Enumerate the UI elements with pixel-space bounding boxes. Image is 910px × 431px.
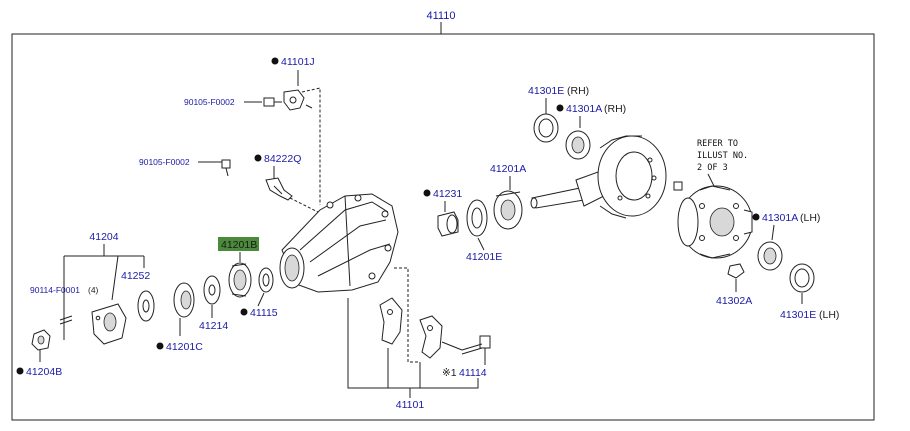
part-41214-label[interactable]: 41214 (199, 320, 228, 332)
part-41302A-label[interactable]: 41302A (716, 295, 752, 307)
part-41201B-label[interactable]: 41201B (221, 239, 257, 251)
part-41301E-rh-label[interactable]: 41301E (528, 85, 564, 97)
seal-41201C (173, 282, 195, 318)
part-41301A-lh-side: (LH) (800, 212, 820, 224)
part-41301E-rh-side: (RH) (567, 85, 589, 97)
bearing-41301A-rh (565, 130, 591, 160)
diagram-frame (11, 33, 875, 421)
bearing-cap-1 (379, 297, 403, 345)
new-part-marker (271, 57, 279, 65)
part-41101J-label[interactable]: 41101J (281, 56, 315, 68)
part-84222Q-label[interactable]: 84222Q (264, 153, 301, 165)
bolt-90114 (59, 315, 73, 325)
ring-gear (597, 135, 667, 219)
part-41301E-lh-label[interactable]: 41301E (780, 309, 816, 321)
part-41201C-label[interactable]: 41201C (166, 341, 203, 353)
shim-41301E-lh (789, 263, 815, 293)
part-41204B-label[interactable]: 41204B (26, 366, 62, 378)
part-41201A-label[interactable]: 41201A (490, 163, 526, 175)
bolt-41114 (461, 335, 491, 355)
shim-41301E-rh (533, 113, 559, 143)
part-41231-label[interactable]: 41231 (433, 188, 462, 200)
part-41204-label[interactable]: 41204 (89, 231, 118, 243)
bolt-90105-2 (221, 159, 231, 177)
part-84222Q (265, 177, 293, 201)
part-90105-label-2[interactable]: 90105-F0002 (139, 157, 190, 167)
companion-flange (91, 303, 127, 345)
nut-41204B (31, 329, 51, 351)
part-41201B-highlight (218, 237, 259, 251)
bolt-41302A (727, 263, 745, 279)
bearing-41201A (493, 190, 523, 230)
slinger-41214 (203, 275, 221, 305)
differential-carrier-case (279, 193, 399, 293)
bearing-cap-2 (419, 315, 443, 359)
note-line-3: 2 OF 3 (697, 163, 728, 173)
part-41301A-lh-label[interactable]: 41301A (762, 212, 798, 224)
washer-41252 (137, 290, 155, 322)
note-line-2: ILLUST NO. (697, 151, 748, 161)
collapsible-spacer-41231 (437, 211, 459, 237)
part-90105-label-1[interactable]: 90105-F0002 (184, 97, 235, 107)
part-41101J (283, 89, 305, 111)
part-41114-mark: ※1 (442, 367, 457, 379)
case-label[interactable]: 41101 (396, 399, 425, 411)
small-bolt (673, 181, 683, 191)
part-41301E-lh-side: (LH) (819, 309, 839, 321)
part-41301A-rh-side: (RH) (604, 103, 626, 115)
part-41114-label[interactable]: 41114 (459, 367, 487, 379)
bearing-41201E (466, 199, 488, 237)
bearing-41301A-lh (757, 241, 783, 271)
part-90114-qty: (4) (88, 285, 99, 295)
bolt-90105-1 (263, 97, 282, 107)
part-90114-label[interactable]: 90114-F0001 (30, 285, 80, 295)
drive-pinion-shaft (530, 171, 605, 209)
part-41201E-label[interactable]: 41201E (466, 251, 502, 263)
bearing-41201B (228, 262, 252, 298)
differential-case (677, 185, 753, 259)
part-41301A-rh-label[interactable]: 41301A (566, 103, 602, 115)
note-line-1: REFER TO (697, 139, 738, 149)
part-41115-label[interactable]: 41115 (250, 307, 278, 319)
spacer-41115 (258, 267, 274, 293)
assembly-label[interactable]: 41110 (427, 10, 456, 22)
part-41252-label[interactable]: 41252 (121, 270, 150, 282)
